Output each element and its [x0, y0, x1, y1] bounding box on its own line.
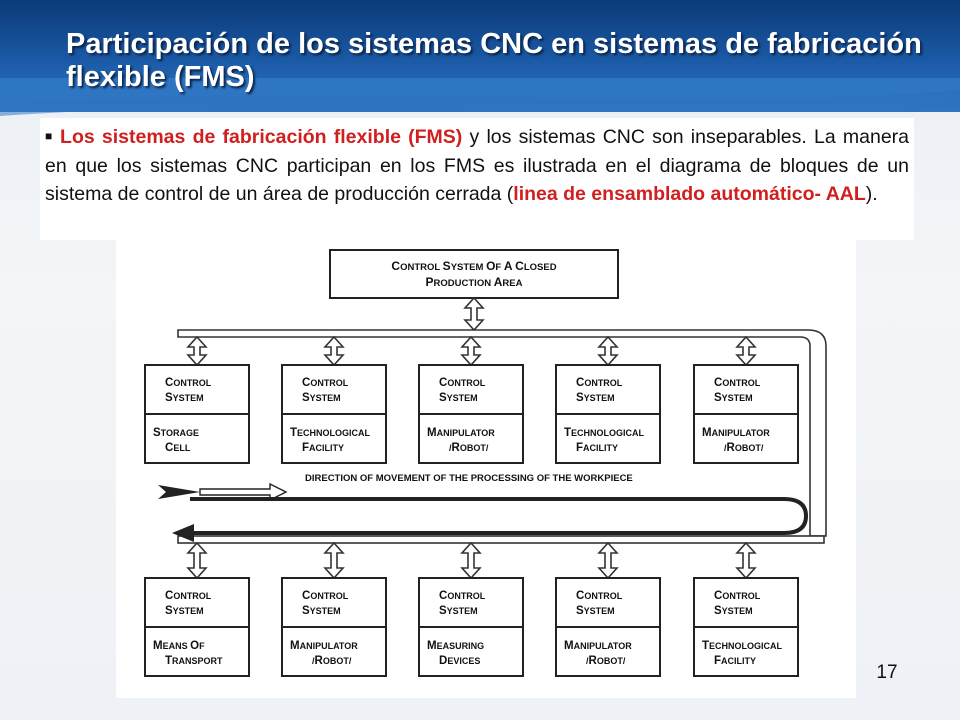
top-control-box-3	[418, 364, 524, 415]
flow-direction-label: DIRECTION OF MOVEMENT OF THE PROCESSING …	[305, 473, 633, 484]
bottom-unit-arrow-2	[323, 541, 345, 580]
flow-arrow-small-head	[158, 485, 200, 499]
top-unit-arrow-5	[735, 335, 757, 367]
bottom-device-box-4	[555, 626, 661, 677]
bottom-control-label-2-2: SYSTEM	[302, 605, 341, 617]
top-control-box	[329, 249, 619, 299]
bottom-control-label-1-4: CONTROL	[576, 590, 623, 602]
bottom-control-label-2-1: SYSTEM	[165, 605, 204, 617]
top-control-box-1	[144, 364, 250, 415]
top-unit-arrow-1	[186, 335, 208, 367]
top-unit-arrow-3	[460, 335, 482, 367]
bottom-control-label-2-4: SYSTEM	[576, 605, 615, 617]
top-control-label-2-5: SYSTEM	[714, 392, 753, 404]
top-unit-arrow-4	[597, 335, 619, 367]
top-control-box-2	[281, 364, 387, 415]
top-connector-arrow	[463, 296, 485, 332]
top-device-label-1-5: MANIPULATOR	[702, 427, 770, 439]
bottom-control-box-3	[418, 577, 524, 628]
top-control-label-2-1: SYSTEM	[165, 392, 204, 404]
top-control-label-1-2: CONTROL	[302, 377, 349, 389]
bottom-device-box-2	[281, 626, 387, 677]
bottom-device-box-1	[144, 626, 250, 677]
top-control-label-1-3: CONTROL	[439, 377, 486, 389]
top-control-label-2-3: SYSTEM	[439, 392, 478, 404]
bottom-control-box-2	[281, 577, 387, 628]
bottom-device-label-2-4: /ROBOT/	[586, 655, 626, 667]
square-bullet-icon: ■	[45, 129, 55, 143]
flow-return-loop	[190, 497, 809, 535]
top-control-box-line-2: PRODUCTION AREA	[426, 275, 523, 289]
top-device-box-3	[418, 413, 524, 464]
bottom-device-label-2-2: /ROBOT/	[312, 655, 352, 667]
bottom-device-label-2-3: DEVICES	[439, 655, 480, 667]
body-red-highlight: linea de ensamblado automático- AAL	[513, 183, 866, 205]
bottom-device-label-1-4: MANIPULATOR	[564, 640, 632, 652]
top-device-label-1-1: STORAGE	[153, 427, 199, 439]
flow-arrow-small	[199, 482, 288, 502]
top-control-label-1-1: CONTROL	[165, 377, 212, 389]
top-unit-arrow-2	[323, 335, 345, 367]
bottom-device-label-1-1: MEANS OF	[153, 640, 205, 652]
top-device-box-4	[555, 413, 661, 464]
top-device-label-2-5: /ROBOT/	[724, 442, 764, 454]
top-device-box-2	[281, 413, 387, 464]
top-control-label-2-2: SYSTEM	[302, 392, 341, 404]
bottom-control-label-2-5: SYSTEM	[714, 605, 753, 617]
top-control-label-1-5: CONTROL	[714, 377, 761, 389]
top-device-label-1-4: TECHNOLOGICAL	[564, 427, 645, 439]
top-device-label-2-4: FACILITY	[576, 442, 618, 454]
bottom-device-label-2-5: FACILITY	[714, 655, 756, 667]
bottom-control-label-1-1: CONTROL	[165, 590, 212, 602]
bottom-device-box-3	[418, 626, 524, 677]
slide-title: Participación de los sistemas CNC en sis…	[66, 28, 922, 93]
flow-return-arrowhead	[172, 524, 194, 542]
top-device-label-1-3: MANIPULATOR	[427, 427, 495, 439]
bottom-control-label-2-3: SYSTEM	[439, 605, 478, 617]
bottom-unit-arrow-4	[597, 541, 619, 580]
bottom-control-label-1-2: CONTROL	[302, 590, 349, 602]
top-control-label-2-4: SYSTEM	[576, 392, 615, 404]
bottom-device-box-5	[693, 626, 799, 677]
bottom-control-label-1-5: CONTROL	[714, 590, 761, 602]
header-wave-decoration	[0, 78, 960, 116]
bottom-unit-arrow-1	[186, 541, 208, 580]
body-text-background	[40, 118, 914, 240]
top-control-box-5	[693, 364, 799, 415]
page-number: 17	[876, 662, 898, 683]
top-control-label-1-4: CONTROL	[576, 377, 623, 389]
body-red-intro: Los sistemas de fabricación flexible (FM…	[60, 126, 463, 148]
lower-bus-line	[177, 535, 825, 544]
top-control-box-4	[555, 364, 661, 415]
top-device-box-5	[693, 413, 799, 464]
bottom-control-label-1-3: CONTROL	[439, 590, 486, 602]
bottom-device-label-2-1: TRANSPORT	[165, 655, 223, 667]
bottom-unit-arrow-5	[735, 541, 757, 580]
bottom-control-box-5	[693, 577, 799, 628]
bottom-device-label-1-2: MANIPULATOR	[290, 640, 358, 652]
body-paragraph: ■ Los sistemas de fabricación flexible (F…	[45, 122, 909, 209]
bottom-unit-arrow-3	[460, 541, 482, 580]
top-device-label-2-3: /ROBOT/	[449, 442, 489, 454]
top-device-label-1-2: TECHNOLOGICAL	[290, 427, 371, 439]
top-control-box-line-1: CONTROL SYSTEM OF A CLOSED	[391, 259, 556, 273]
body-text-part-1: y los sistemas CNC son inseparables. La …	[45, 126, 909, 205]
bottom-control-box-4	[555, 577, 661, 628]
bottom-device-label-1-3: MEASURING	[427, 640, 484, 652]
top-device-box-1	[144, 413, 250, 464]
top-device-label-2-2: FACILITY	[302, 442, 344, 454]
bottom-device-label-1-5: TECHNOLOGICAL	[702, 640, 783, 652]
body-text-part-2: ).	[865, 183, 878, 205]
top-device-label-2-1: CELL	[165, 442, 191, 454]
bottom-control-box-1	[144, 577, 250, 628]
